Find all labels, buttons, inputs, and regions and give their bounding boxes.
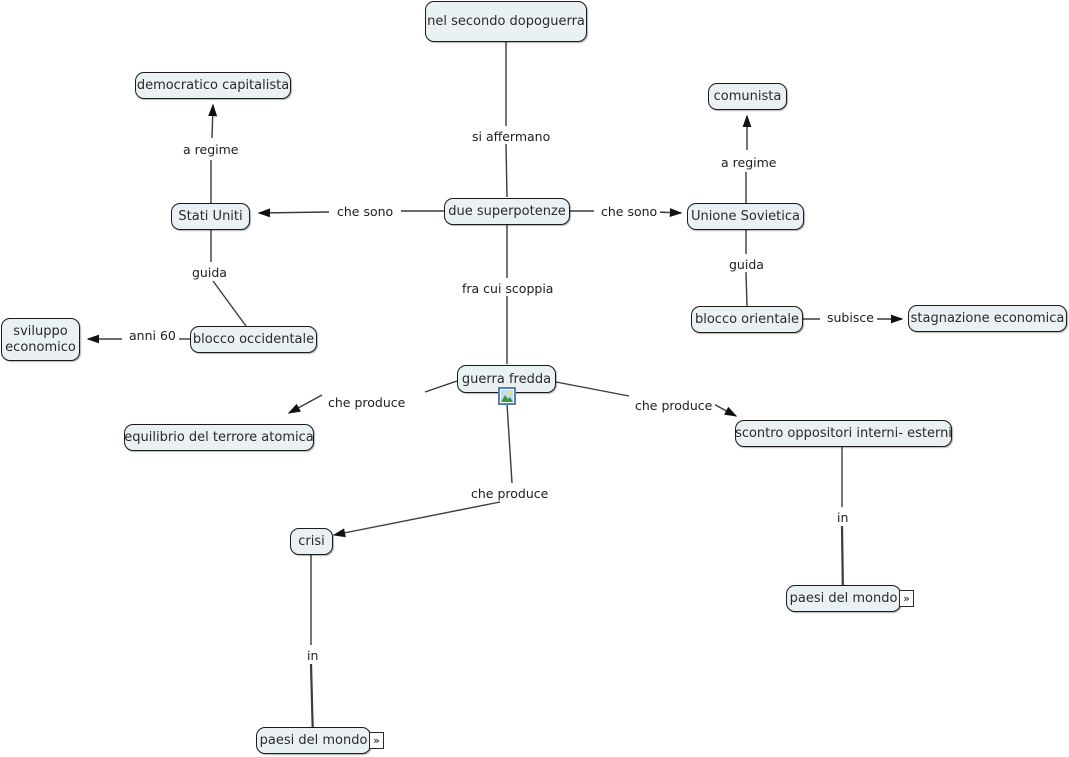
node-label: crisi [298,534,325,549]
node-equilibrio-del-terrore-atomica[interactable]: equilibrio del terrore atomica [124,424,314,451]
node-nel-secondo-dopoguerra[interactable]: nel secondo dopoguerra [425,1,587,42]
node-comunista[interactable]: comunista [708,83,787,110]
node-blocco-orientale[interactable]: blocco orientale [691,306,803,333]
edge-label-guida-right: guida [726,257,767,272]
node-label: guerra fredda [461,371,552,387]
node-guerra-fredda[interactable]: guerra fredda [457,365,556,393]
node-paesi-del-mondo-bottom[interactable]: paesi del mondo [256,727,371,754]
double-chevron-right-icon-bottom[interactable]: » [369,732,384,749]
node-scontro-oppositori-interni-esterni[interactable]: scontro oppositori interni- esterni [735,420,952,447]
edge-label-che-produce-left: che produce [325,395,409,410]
edge-aregime-left-to-democratico [208,103,218,139]
edge-label-che-produce-bottom: che produce [468,486,552,501]
edge-label-che-produce-right: che produce [632,398,716,413]
node-label: democratico capitalista [136,78,290,93]
image-attachment-glyph [500,389,514,403]
node-label: paesi del mondo [259,733,368,748]
edge-label-che-sono-left: che sono [334,204,397,219]
edge-guerrafredda-to-cheproduce-right [555,381,630,397]
edge-label-to-superpotenze [505,143,508,198]
edge-cheproduce-bottom-to-crisi [332,501,501,538]
node-label: paesi del mondo [789,591,898,606]
node-paesi-del-mondo-right[interactable]: paesi del mondo [786,585,901,612]
node-label: due superpotenze [448,204,566,219]
edge-label-a-regime-right: a regime [718,155,780,170]
node-crisi[interactable]: crisi [290,528,333,555]
node-label: scontro oppositori interni- esterni [735,426,952,441]
edge-guerrafredda-to-cheproduce-left [424,380,458,393]
node-label: blocco orientale [694,312,800,327]
edge-label-in-right: in [834,510,852,525]
node-due-superpotenze[interactable]: due superpotenze [444,198,570,225]
edge-label-anni-60: anni 60 [126,328,179,343]
double-chevron-right-icon-right[interactable]: » [899,590,914,607]
edge-chesono-left-to-statiuniti [257,208,330,218]
node-label: Unione Sovietica [690,209,801,224]
edge-label-si-affermano: si affermano [469,129,554,144]
node-label: comunista [713,89,782,104]
edge-label-guida-left: guida [189,265,230,280]
image-attachment-icon[interactable] [498,387,516,405]
edge-guerrafredda-to-cheproduce-bottom [506,403,513,484]
edge-guida-right-to-bloccoorientale [745,271,748,307]
node-stagnazione-economica[interactable]: stagnazione economica [908,305,1067,332]
edge-guida-left-to-bloccooccidentale [212,280,247,327]
node-label: stagnazione economica [910,311,1065,326]
node-label: equilibrio del terrore atomica [124,430,314,445]
node-label: blocco occidentale [192,332,315,347]
edge-label-subisce: subisce [824,310,877,325]
node-blocco-occidentale[interactable]: blocco occidentale [190,326,317,353]
edge-label-a-regime-left: a regime [180,142,242,157]
edge-label-in-bottom: in [304,648,322,663]
edge-cheproduce-left-to-equilibrio [287,394,323,414]
node-stati-uniti[interactable]: Stati Uniti [171,203,250,230]
edge-label-che-sono-right: che sono [598,204,661,219]
node-label: nel secondo dopoguerra [427,14,585,29]
edge-label-fra-cui-scoppia: fra cui scoppia [459,281,557,296]
node-label: Stati Uniti [178,209,243,224]
node-unione-sovietica[interactable]: Unione Sovietica [687,203,804,230]
node-label: sviluppo economico [5,323,76,355]
node-democratico-capitalista[interactable]: democratico capitalista [135,72,291,99]
node-sviluppo-economico[interactable]: sviluppo economico [1,318,80,361]
